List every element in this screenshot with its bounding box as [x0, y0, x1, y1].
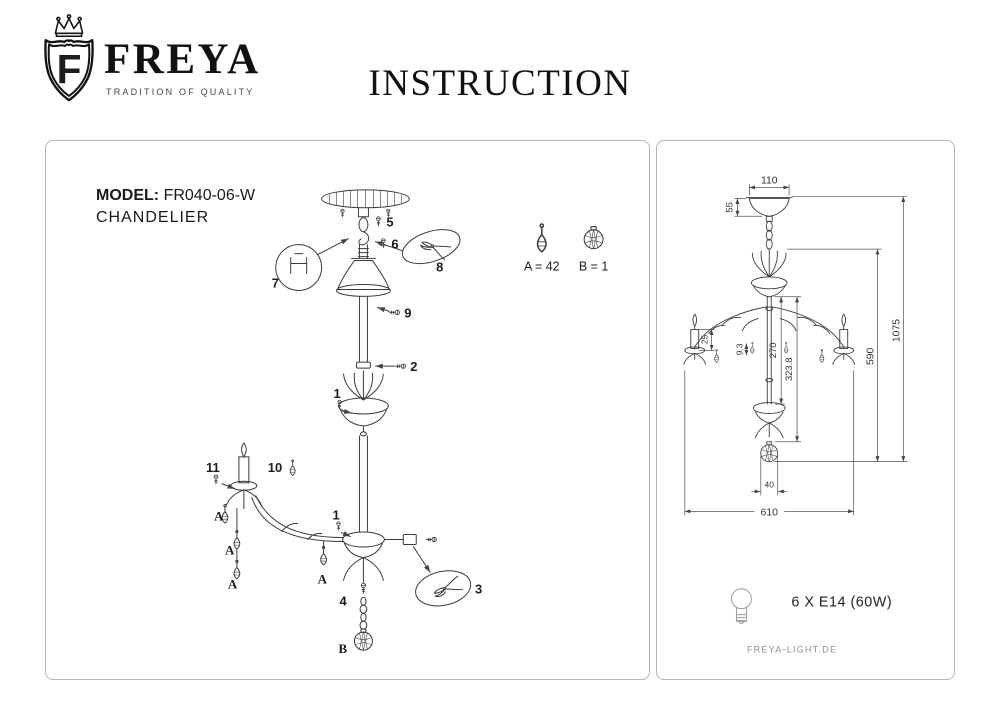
- model-line: MODEL: FR040-06-W: [96, 187, 255, 205]
- callout-label-9: 9: [404, 305, 411, 320]
- legend-b-count: B = 1: [579, 260, 608, 274]
- legend-icons: [536, 223, 604, 253]
- chandelier-front-view: [683, 196, 856, 463]
- brand-logo: F: [38, 12, 100, 107]
- down-rod: [355, 295, 371, 369]
- callout-label-11: 11: [206, 460, 220, 475]
- crystal-mark-b: B: [339, 641, 348, 656]
- callout-detail-7: [275, 238, 349, 291]
- crystal-mark-a3: A: [228, 576, 238, 591]
- part-label-screws: [213, 216, 406, 538]
- dim-candle-height: 25: [700, 334, 710, 344]
- bottom-finial: [353, 582, 373, 651]
- model-value: FR040-06-W: [163, 187, 256, 204]
- dim-total-height: 1075: [891, 319, 902, 342]
- assembly-panel: MODEL: FR040-06-W CHANDELIER: [45, 140, 650, 680]
- dim-ball-diameter: 40: [765, 479, 775, 489]
- light-bulb-icon: [731, 588, 752, 625]
- brand-tagline: TRADITION OF QUALITY: [106, 87, 255, 97]
- callout-detail-3: [415, 570, 472, 607]
- callout-label-5: 5: [386, 215, 393, 230]
- product-type: CHANDELIER: [96, 209, 210, 226]
- side-arm-connector: [383, 534, 437, 573]
- bulb-spec: 6 X E14 (60W): [791, 595, 892, 611]
- dimension-diagram: 110 55 1075 590 323.8 270 9.3 25 40 610 …: [683, 176, 908, 654]
- crystal-mark-a1: A: [214, 509, 224, 524]
- dim-lower-height: 323.8: [783, 357, 794, 381]
- callout-label-10: 10: [268, 460, 282, 475]
- exploded-assembly-diagram: 5 6 7 8 9 2 1 11 10 1 3 4 A A A A B A = …: [206, 189, 608, 656]
- arm-candle-assembly: [221, 442, 345, 580]
- hanger-chain: [357, 207, 370, 260]
- legend-a-count: A = 42: [524, 260, 560, 274]
- crystal-mark-a2: A: [225, 542, 235, 557]
- ceiling-plate: [321, 189, 410, 218]
- callout-label-8: 8: [436, 260, 443, 275]
- dim-body-height: 590: [866, 347, 877, 365]
- brand-name: FREYA: [104, 36, 261, 83]
- model-block: MODEL: FR040-06-W CHANDELIER: [96, 187, 255, 227]
- callout-label-2: 2: [410, 359, 417, 374]
- callout-label-6: 6: [391, 237, 398, 252]
- lower-hub: [342, 531, 385, 583]
- dimensions-panel: 110 55 1075 590 323.8 270 9.3 25 40 610 …: [656, 140, 955, 680]
- upper-body: [338, 370, 389, 533]
- dimension-lines: [684, 184, 908, 516]
- website: FREYA-LIGHT.DE: [747, 644, 837, 654]
- callout-label-1b: 1: [333, 508, 340, 523]
- callout-label-3: 3: [475, 581, 482, 596]
- callout-detail-8: [374, 229, 461, 265]
- brand-block: FREYA TRADITION OF QUALITY: [104, 38, 261, 97]
- dim-cup-height: 55: [723, 202, 734, 212]
- model-label: MODEL:: [96, 187, 160, 204]
- callout-label-1: 1: [334, 386, 341, 401]
- dim-overall-width: 610: [761, 507, 779, 518]
- callout-label-4: 4: [340, 593, 348, 608]
- freya-crown-shield-icon: F: [44, 14, 94, 102]
- page-title: INSTRUCTION: [368, 63, 632, 104]
- dim-arm-diameter: 9.3: [734, 343, 744, 355]
- dim-inner-height: 270: [767, 343, 778, 359]
- canopy: [336, 258, 391, 297]
- crystal-mark-a4: A: [318, 571, 328, 586]
- callout-label-7: 7: [272, 275, 279, 290]
- logo-letter: F: [57, 47, 82, 93]
- dim-top-width: 110: [761, 176, 778, 187]
